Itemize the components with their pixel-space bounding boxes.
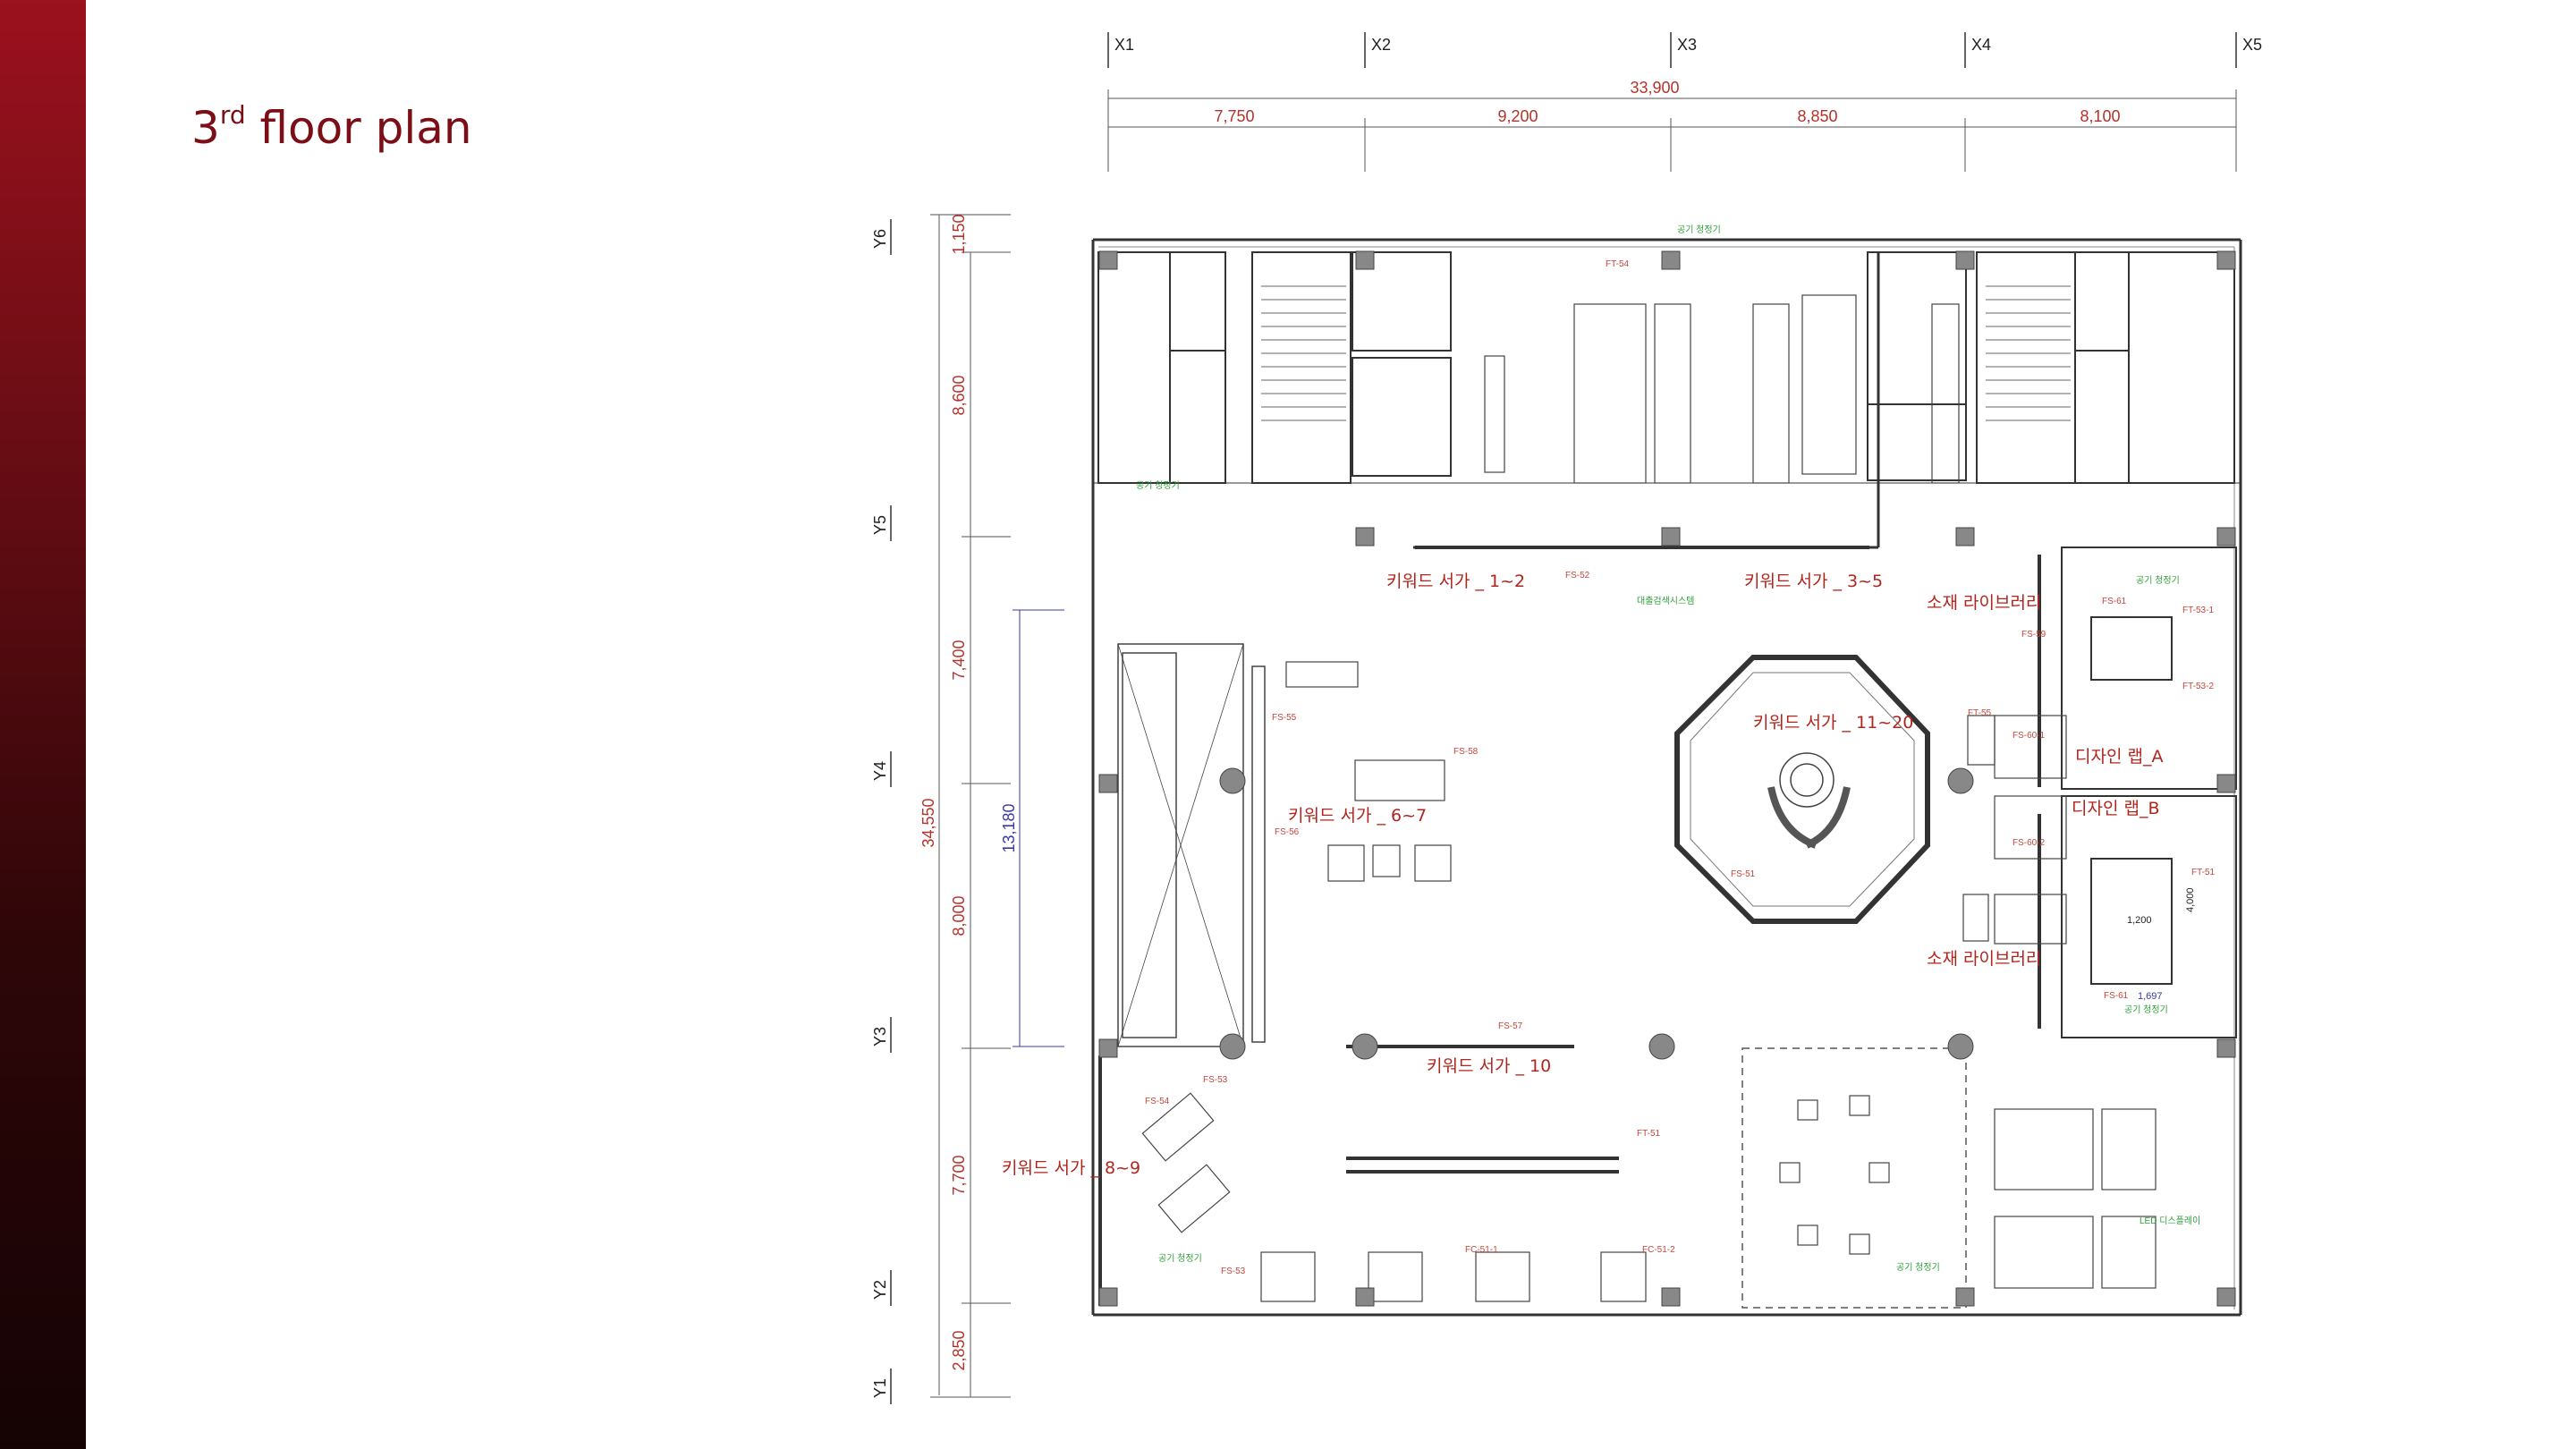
columns xyxy=(1098,250,2236,1307)
svg-text:공기 청정기: 공기 청정기 xyxy=(2124,1004,2168,1015)
svg-text:대출검색시스템: 대출검색시스템 xyxy=(1637,596,1694,606)
svg-text:FS-59: FS-59 xyxy=(2021,630,2046,640)
svg-text:디자인 랩_A: 디자인 랩_A xyxy=(2075,747,2163,767)
svg-text:FS-53: FS-53 xyxy=(1203,1075,1228,1085)
svg-text:FS-55: FS-55 xyxy=(1272,713,1297,723)
svg-text:공기 청정기: 공기 청정기 xyxy=(1677,225,1721,235)
octagon-shelf xyxy=(1674,655,1930,924)
svg-text:FS-53: FS-53 xyxy=(1221,1267,1246,1276)
svg-text:Y1: Y1 xyxy=(871,1378,889,1398)
svg-text:8,600: 8,600 xyxy=(950,375,968,415)
svg-text:FT-51: FT-51 xyxy=(1637,1129,1661,1139)
exterior-wall xyxy=(1091,238,2242,1317)
svg-text:공기 청정기: 공기 청정기 xyxy=(1136,480,1180,491)
svg-text:1,697: 1,697 xyxy=(2138,991,2163,1002)
shelves xyxy=(1098,546,2041,1306)
svg-text:X2: X2 xyxy=(1371,36,1391,54)
svg-text:키워드 서가 _ 10: 키워드 서가 _ 10 xyxy=(1427,1056,1551,1076)
design-labs xyxy=(2061,547,2237,1038)
svg-text:2,850: 2,850 xyxy=(950,1330,968,1370)
reading-tables xyxy=(1484,294,1960,484)
floor-plan: X1 X2 X3 X4 X5 Y6 Y5 Y4 Y3 Y2 Y1 33,900 … xyxy=(871,32,2262,1404)
svg-text:X4: X4 xyxy=(1971,36,1991,54)
svg-text:공기 청정기: 공기 청정기 xyxy=(2136,575,2180,586)
svg-text:LED 디스플레이: LED 디스플레이 xyxy=(2140,1216,2200,1226)
svg-text:33,900: 33,900 xyxy=(1630,79,1679,97)
brand-sidebar xyxy=(0,0,86,1449)
svg-text:Y4: Y4 xyxy=(871,761,889,781)
svg-text:Y6: Y6 xyxy=(871,229,889,249)
svg-text:FS-54: FS-54 xyxy=(1145,1097,1170,1106)
svg-text:FC-51-2: FC-51-2 xyxy=(1642,1245,1675,1255)
svg-text:1,200: 1,200 xyxy=(2127,915,2152,926)
svg-text:FS-51: FS-51 xyxy=(1731,869,1756,879)
svg-text:FS-60-1: FS-60-1 xyxy=(2012,731,2046,741)
svg-text:FS-56: FS-56 xyxy=(1275,827,1300,837)
svg-text:소재 라이브러리: 소재 라이브러리 xyxy=(1927,949,2041,969)
seating xyxy=(1994,1108,2157,1289)
svg-text:8,850: 8,850 xyxy=(1797,107,1837,125)
svg-text:FT-53-2: FT-53-2 xyxy=(2182,682,2214,691)
svg-text:Y5: Y5 xyxy=(871,515,889,535)
page-title: 3rd floor plan xyxy=(191,100,472,154)
svg-text:FT-53-1: FT-53-1 xyxy=(2182,606,2214,615)
svg-text:X1: X1 xyxy=(1114,36,1134,54)
svg-text:Y2: Y2 xyxy=(871,1280,889,1300)
upper-core xyxy=(1093,251,2241,549)
svg-text:FS-58: FS-58 xyxy=(1453,747,1479,757)
svg-text:1,150: 1,150 xyxy=(950,214,968,254)
svg-text:Y3: Y3 xyxy=(871,1027,889,1046)
svg-text:FS-61: FS-61 xyxy=(2104,991,2129,1001)
svg-text:키워드 서가 _ 11~20: 키워드 서가 _ 11~20 xyxy=(1753,713,1913,733)
svg-text:7,400: 7,400 xyxy=(950,640,968,680)
svg-text:FT-55: FT-55 xyxy=(1968,708,1992,718)
svg-text:FC-51-1: FC-51-1 xyxy=(1465,1245,1498,1255)
svg-text:공기 청정기: 공기 청정기 xyxy=(1896,1262,1940,1273)
svg-text:키워드 서가 _ 8~9: 키워드 서가 _ 8~9 xyxy=(1002,1158,1140,1178)
svg-text:키워드 서가 _ 6~7: 키워드 서가 _ 6~7 xyxy=(1288,806,1427,826)
svg-text:FS-61: FS-61 xyxy=(2102,597,2127,606)
void-escalator xyxy=(1117,643,1266,1047)
svg-text:소재 라이브러리: 소재 라이브러리 xyxy=(1927,593,2041,613)
stairs xyxy=(1261,285,2071,421)
svg-text:7,700: 7,700 xyxy=(950,1155,968,1195)
svg-text:키워드 서가 _ 3~5: 키워드 서가 _ 3~5 xyxy=(1744,572,1883,591)
svg-text:공기 청정기: 공기 청정기 xyxy=(1158,1253,1202,1264)
svg-text:FT-51: FT-51 xyxy=(2191,868,2216,877)
svg-text:4,000: 4,000 xyxy=(2185,887,2196,912)
svg-text:7,750: 7,750 xyxy=(1214,107,1254,125)
svg-text:키워드 서가 _ 1~2: 키워드 서가 _ 1~2 xyxy=(1386,572,1525,591)
svg-text:8,000: 8,000 xyxy=(950,895,968,936)
lounge-area xyxy=(1741,1047,1967,1309)
svg-text:디자인 랩_B: 디자인 랩_B xyxy=(2072,799,2160,818)
svg-text:13,180: 13,180 xyxy=(1000,803,1018,852)
svg-text:FT-54: FT-54 xyxy=(1606,259,1630,269)
svg-text:FS-57: FS-57 xyxy=(1498,1021,1523,1031)
svg-text:8,100: 8,100 xyxy=(2080,107,2120,125)
svg-text:34,550: 34,550 xyxy=(919,798,937,847)
svg-text:FS-60-2: FS-60-2 xyxy=(2012,838,2046,848)
svg-text:X5: X5 xyxy=(2242,36,2262,54)
svg-text:X3: X3 xyxy=(1677,36,1697,54)
svg-text:9,200: 9,200 xyxy=(1497,107,1538,125)
x-axis-markers xyxy=(1107,32,2237,68)
svg-text:FS-52: FS-52 xyxy=(1565,571,1590,580)
